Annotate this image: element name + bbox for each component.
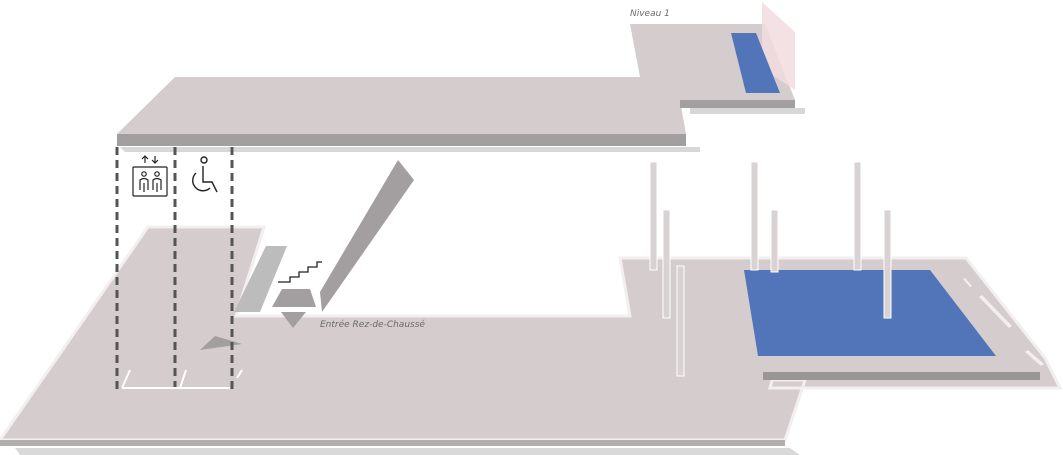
upper-floor-shadow bbox=[120, 147, 700, 152]
upper-level-label: Niveau 1 bbox=[630, 9, 670, 19]
entrance-label: Entrée Rez-de-Chaussé bbox=[320, 320, 425, 330]
stairs-icon bbox=[278, 261, 322, 283]
staircase-arrow-down bbox=[281, 312, 306, 328]
upper-floor-edge bbox=[117, 134, 686, 146]
elevator-icon bbox=[132, 155, 168, 197]
pillars bbox=[649, 161, 892, 377]
upper-floor-right-edge bbox=[680, 100, 795, 108]
staircase-top-step bbox=[272, 289, 316, 307]
pillar bbox=[770, 209, 779, 273]
upper-floor-right-shadow bbox=[690, 108, 805, 114]
pillar bbox=[662, 209, 671, 319]
pool-upper bbox=[731, 33, 780, 93]
pillar bbox=[853, 161, 862, 271]
ground-floor-right-edge bbox=[763, 372, 1040, 380]
pillar bbox=[883, 209, 892, 319]
shaft-floor-lines bbox=[121, 369, 243, 389]
ground-floor-edge bbox=[0, 440, 785, 446]
glass-wall bbox=[762, 2, 795, 90]
pool-ground bbox=[744, 270, 996, 356]
upper-floor-slab bbox=[117, 24, 795, 134]
elevator-shaft bbox=[115, 147, 234, 392]
pillar bbox=[750, 161, 759, 271]
pillar bbox=[676, 265, 685, 377]
floor-marker bbox=[200, 336, 242, 350]
pillar bbox=[649, 161, 658, 271]
wheelchair-icon bbox=[192, 156, 218, 193]
ground-floor-shadow bbox=[15, 448, 800, 455]
right-rails bbox=[963, 278, 1044, 366]
upper-floor bbox=[117, 2, 805, 152]
entrance-ramp bbox=[234, 246, 287, 312]
staircase bbox=[272, 160, 414, 328]
staircase-flight bbox=[320, 160, 414, 312]
